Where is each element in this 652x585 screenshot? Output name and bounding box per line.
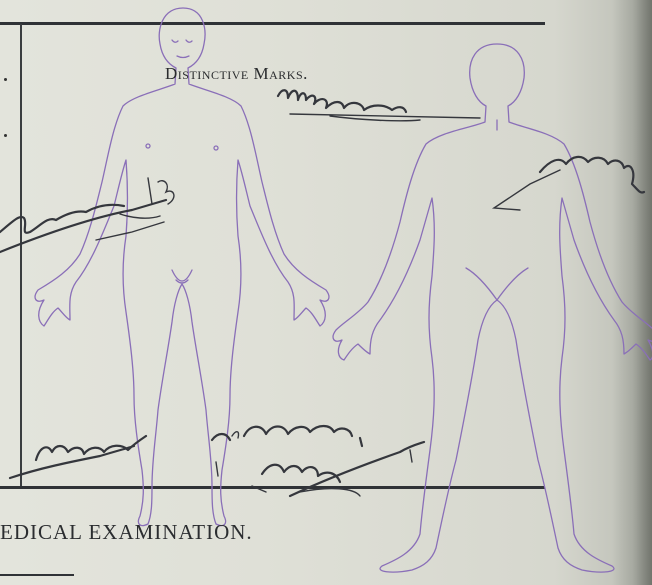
handwritten-scar-note [0,178,174,252]
medical-examination-heading: EDICAL EXAMINATION. [0,520,253,545]
handwritten-scar-note [10,436,146,478]
handwritten-mole-note [278,90,480,121]
handwritten-scar-note [212,426,362,446]
handwritten-mole-note [252,442,424,496]
handwritten-tick-mark [216,462,218,476]
handwritten-scar-note [494,157,644,210]
